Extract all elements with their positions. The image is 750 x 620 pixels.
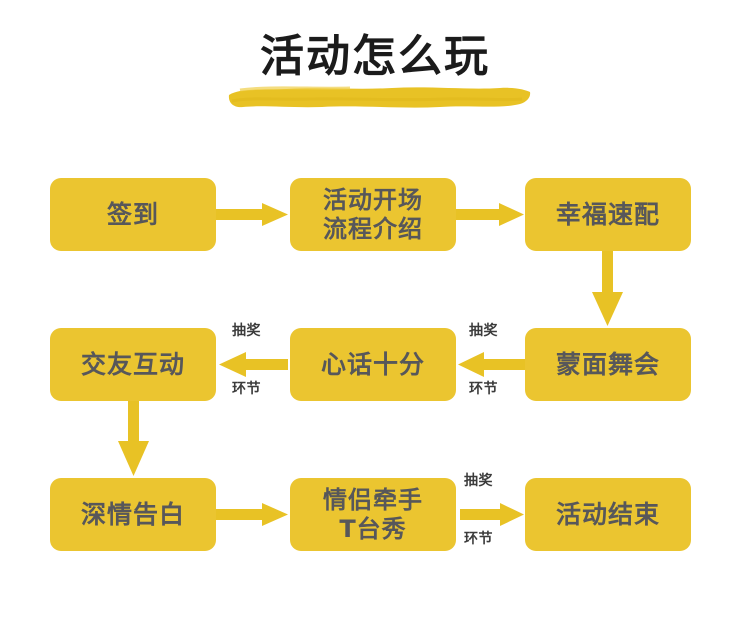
node-label: 活动结束 <box>555 499 660 529</box>
edge-label-choujiang-row2-left: 抽奖 <box>232 323 261 339</box>
node-label: 情侣牵手 T台秀 <box>323 485 423 543</box>
node-label: 深情告白 <box>80 499 185 529</box>
arrow-qinglvqianshou-to-huodongjieshu <box>460 503 524 526</box>
arrow-xingfusupei-to-mengmianwuhui <box>592 251 623 326</box>
title-brush-stroke <box>228 86 531 108</box>
node-label: 签到 <box>106 199 159 229</box>
node-qiandao[interactable]: 签到 <box>50 178 216 251</box>
node-label: 蒙面舞会 <box>555 349 660 379</box>
node-jiaoyou-hudong[interactable]: 交友互动 <box>50 328 216 401</box>
edge-label-huanjie-row2-left: 环节 <box>232 381 261 397</box>
page-title: 活动怎么玩 <box>260 31 490 82</box>
node-qinglv-qianshou[interactable]: 情侣牵手 T台秀 <box>290 478 456 551</box>
node-huodong-kaichang[interactable]: 活动开场 流程介绍 <box>290 178 456 251</box>
node-label: 交友互动 <box>80 349 185 379</box>
node-label: 幸福速配 <box>555 199 660 229</box>
arrow-xinhuashifen-to-jiaoyouhudong <box>219 352 288 377</box>
node-shenqing-gaobai[interactable]: 深情告白 <box>50 478 216 551</box>
edge-label-choujiang-row2-right: 抽奖 <box>469 323 498 339</box>
node-label: 活动开场 流程介绍 <box>323 185 423 243</box>
arrow-jiaoyouhudong-to-shenqinggaobai <box>118 401 149 476</box>
node-xingfu-supei[interactable]: 幸福速配 <box>525 178 691 251</box>
node-label: 心话十分 <box>320 349 425 379</box>
arrow-mengmianwuhui-to-xinhuashifen <box>458 352 526 377</box>
arrow-kaichang-to-sup <box>456 203 524 226</box>
arrow-shenqinggaobai-to-qinglvqianshou <box>216 503 288 526</box>
node-xinhua-shifen[interactable]: 心话十分 <box>290 328 456 401</box>
node-huodong-jieshu[interactable]: 活动结束 <box>525 478 691 551</box>
arrow-qiandao-to-kaichang <box>216 203 288 226</box>
node-mengmian-wuhui[interactable]: 蒙面舞会 <box>525 328 691 401</box>
page-header: 活动怎么玩 <box>0 32 750 82</box>
edge-label-huanjie-row3: 环节 <box>464 531 493 547</box>
edge-label-huanjie-row2-right: 环节 <box>469 381 498 397</box>
edge-label-choujiang-row3: 抽奖 <box>464 473 493 489</box>
